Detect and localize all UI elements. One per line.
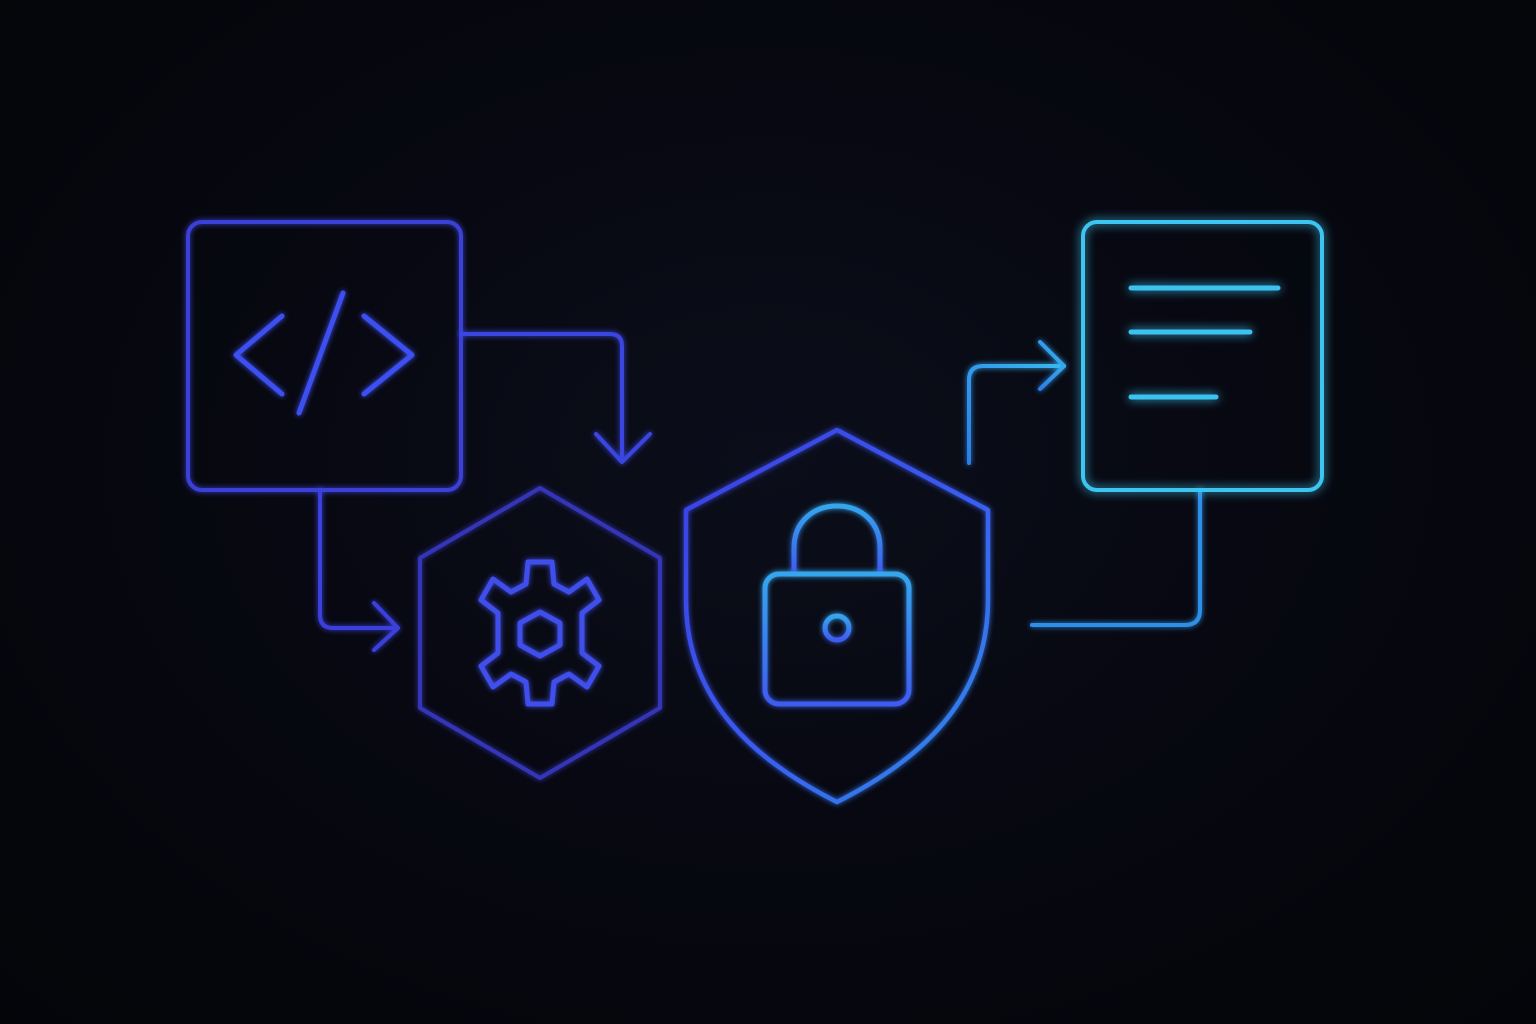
keyhole-icon xyxy=(822,613,852,643)
process-node xyxy=(418,486,662,780)
document-lines-icon xyxy=(1128,285,1281,400)
document-node-frame xyxy=(1081,220,1324,492)
code-node-frame xyxy=(186,220,463,492)
code-brackets-icon xyxy=(233,290,415,416)
padlock-icon xyxy=(762,503,912,707)
padlock-shackle xyxy=(791,503,883,575)
code-node xyxy=(186,220,463,492)
connector-document-to-security xyxy=(1030,488,1202,627)
down-arrow-icon xyxy=(594,432,652,464)
padlock-body xyxy=(762,571,912,707)
hexagon-frame xyxy=(418,486,662,780)
gear-icon xyxy=(478,559,602,707)
security-node xyxy=(683,427,991,805)
shield-frame xyxy=(683,427,991,805)
connector-security-to-document xyxy=(967,340,1066,465)
right-arrow-icon xyxy=(1038,340,1066,391)
connector-code-to-process-bottom xyxy=(318,488,400,652)
right-arrow-icon xyxy=(372,601,400,652)
document-node xyxy=(1081,220,1324,492)
connector-code-to-process-top xyxy=(459,332,652,464)
gear-center-icon xyxy=(517,609,563,659)
